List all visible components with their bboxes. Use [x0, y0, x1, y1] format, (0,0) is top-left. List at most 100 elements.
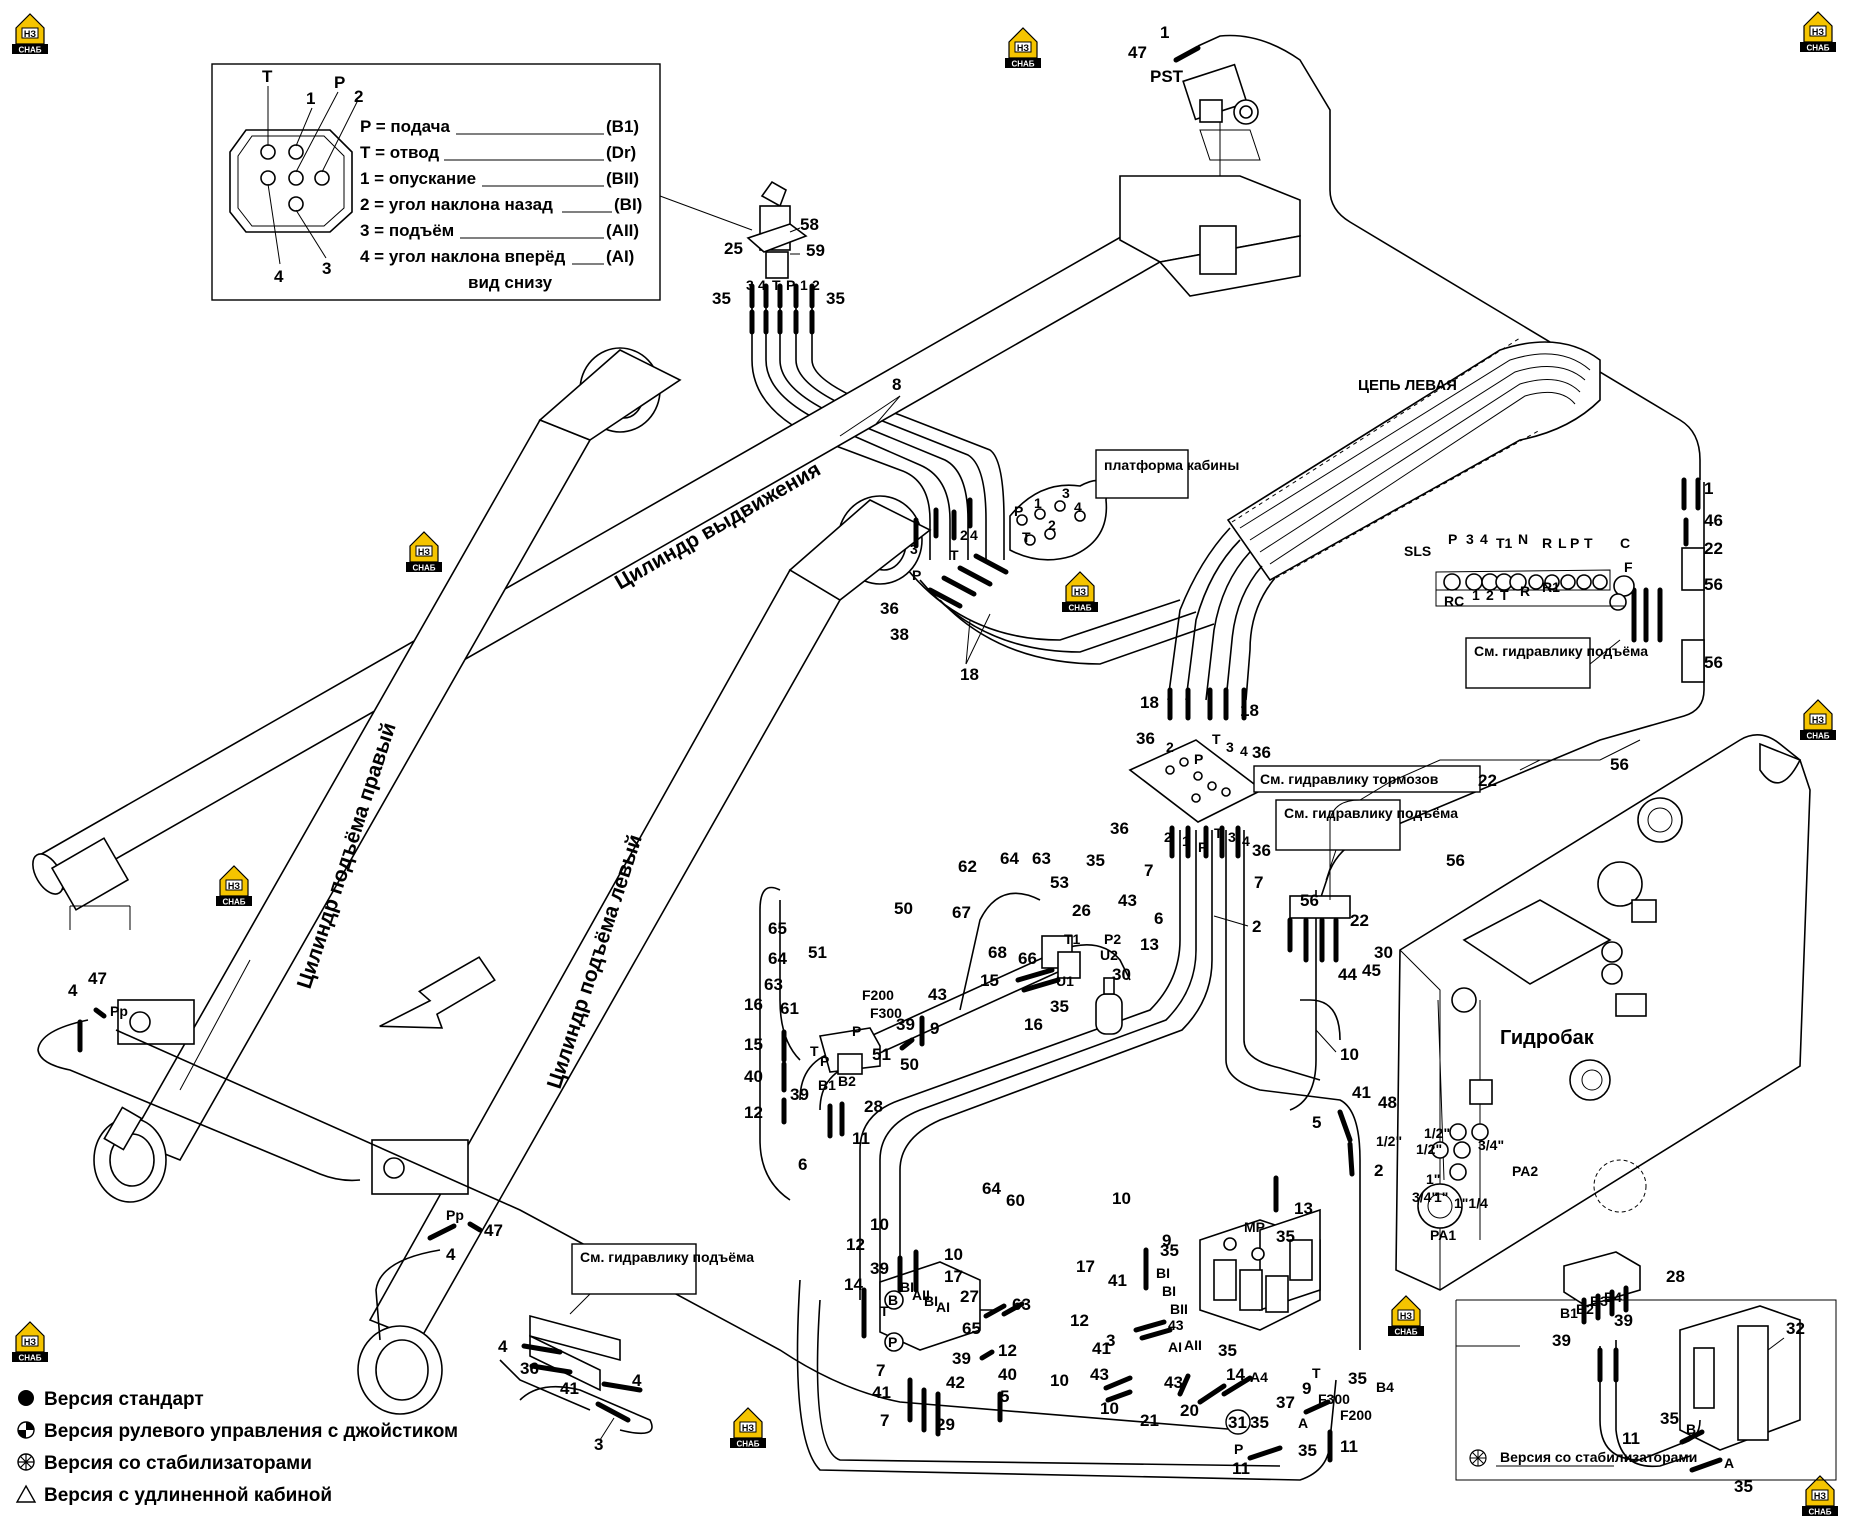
part-number: 12 [998, 1341, 1017, 1360]
part-number: 7 [880, 1411, 889, 1430]
port-label: P [852, 1023, 861, 1039]
chain-label: ЦЕПЬ ЛЕВАЯ [1358, 377, 1457, 394]
see-lift-callout-right-top: См. гидравлику подъёма [1465, 637, 1648, 689]
legend: Версия стандарт Версия рулевого управлен… [15, 1389, 458, 1506]
part-number: 42 [946, 1373, 965, 1392]
view-note: вид снизу [468, 273, 553, 292]
see-lift-label: См. гидравлику подъёма [1474, 643, 1648, 659]
part-number: 66 [1018, 949, 1037, 968]
part-number: 10 [1112, 1189, 1131, 1208]
port-label: T [1022, 529, 1031, 545]
pin-3-label: 3 [322, 259, 331, 278]
brand-logo [405, 531, 443, 574]
port-label: R [1520, 583, 1530, 599]
port-label: 1/2" [1424, 1125, 1450, 1141]
port-label: 4 [970, 527, 978, 543]
see-lift-label: См. гидравлику подъёма [580, 1249, 754, 1265]
part-number: 35 [826, 289, 845, 308]
port-label: T1 [1496, 535, 1513, 551]
port-label: 1 [800, 277, 808, 293]
main-hoses [759, 886, 1341, 1481]
accumulator [1095, 977, 1123, 1035]
port-legend-line: P = подача [360, 117, 451, 136]
tank-label: Гидробак [1500, 1027, 1595, 1049]
cylinder-hoses [37, 1019, 1241, 1435]
port-label: P [1194, 751, 1203, 767]
cab-platform-callout: платформа кабины [1095, 449, 1239, 499]
port-label: B2 [838, 1073, 856, 1089]
part-number: 14 [844, 1275, 863, 1294]
cab-platform: P 1 3 4 2 T [1009, 479, 1108, 561]
part-number: 56 [1446, 851, 1465, 870]
part-number: 39 [1614, 1311, 1633, 1330]
part-number: 12 [846, 1235, 865, 1254]
f200-valve [818, 1027, 881, 1075]
port-label: PA1 [1430, 1227, 1456, 1243]
pin-4-label: 4 [274, 267, 284, 286]
part-number: 35 [1050, 997, 1069, 1016]
part-number: 4 [632, 1371, 642, 1390]
part-number: 41 [872, 1383, 891, 1402]
port-label: Pp [110, 1003, 128, 1019]
port-label: B [888, 1292, 898, 1308]
brand-logo [1799, 11, 1837, 54]
port-label: T [1500, 587, 1509, 603]
valve-cluster-left [521, 1314, 643, 1423]
port-label: BI [1156, 1265, 1170, 1281]
port-label: T [880, 1303, 889, 1319]
port-label: AI [936, 1299, 950, 1315]
port-label: T [950, 547, 959, 563]
part-number: 56 [1704, 653, 1723, 672]
port-label: 1 [1182, 833, 1190, 849]
pin-1-label: 1 [306, 89, 315, 108]
port-label: T [1312, 1365, 1321, 1381]
part-number: 67 [952, 903, 971, 922]
brand-logo [11, 13, 49, 56]
part-number: 36 [520, 1359, 539, 1378]
port-label: T [772, 277, 781, 293]
brand-logo [1004, 27, 1042, 70]
part-number: 5 [1312, 1113, 1321, 1132]
stabilizer-inset-label: Версия со стабилизаторами [1500, 1449, 1697, 1465]
brand-logo [729, 1407, 767, 1450]
part-number: 35 [1276, 1227, 1295, 1246]
part-number: 56 [1704, 575, 1723, 594]
part-number: 13 [1140, 935, 1159, 954]
port-label: B2 [1576, 1301, 1594, 1317]
see-lift-callout: См. гидравлику подъёма [569, 1243, 754, 1315]
part-number: 16 [744, 995, 763, 1014]
part-number: 64 [768, 949, 787, 968]
part-number: 35 [1160, 1241, 1179, 1260]
chain-hoses [899, 527, 1276, 701]
port-label: B3 [1590, 1293, 1608, 1309]
part-number: 5 [1000, 1387, 1009, 1406]
half-circle-icon [17, 1421, 35, 1439]
port-label: P [1570, 535, 1579, 551]
port-label: 2 [812, 277, 820, 293]
port-label: MP [1244, 1219, 1265, 1235]
port-label: 4 [1240, 743, 1248, 759]
brand-logo [1061, 571, 1099, 614]
part-number: 30 [1374, 943, 1393, 962]
part-number: 47 [88, 969, 107, 988]
part-number: 35 [1086, 851, 1105, 870]
legend-text: Версия с удлиненной кабиной [44, 1485, 332, 1506]
part-number: 36 [1110, 819, 1129, 838]
part-number: 39 [952, 1349, 971, 1368]
port-legend-line: 1 = опускание [360, 169, 476, 188]
port-label: 2 [1048, 517, 1056, 533]
part-number: 2 [1252, 917, 1261, 936]
part-number: 18 [1240, 701, 1259, 720]
port-label: 3 [1228, 829, 1236, 845]
part-number: 10 [1050, 1371, 1069, 1390]
port-label: 2 [1164, 829, 1172, 845]
part-number: 17 [944, 1267, 963, 1286]
part-number: 48 [1378, 1093, 1397, 1112]
port-label: T [1214, 825, 1223, 841]
part-number: 56 [1300, 891, 1319, 910]
part-number: 1 [1704, 479, 1713, 498]
part-number: 43 [1164, 1373, 1183, 1392]
sub-valve-block: B P [879, 1261, 981, 1352]
part-number: 7 [876, 1361, 885, 1380]
port-label: 2 [960, 527, 968, 543]
